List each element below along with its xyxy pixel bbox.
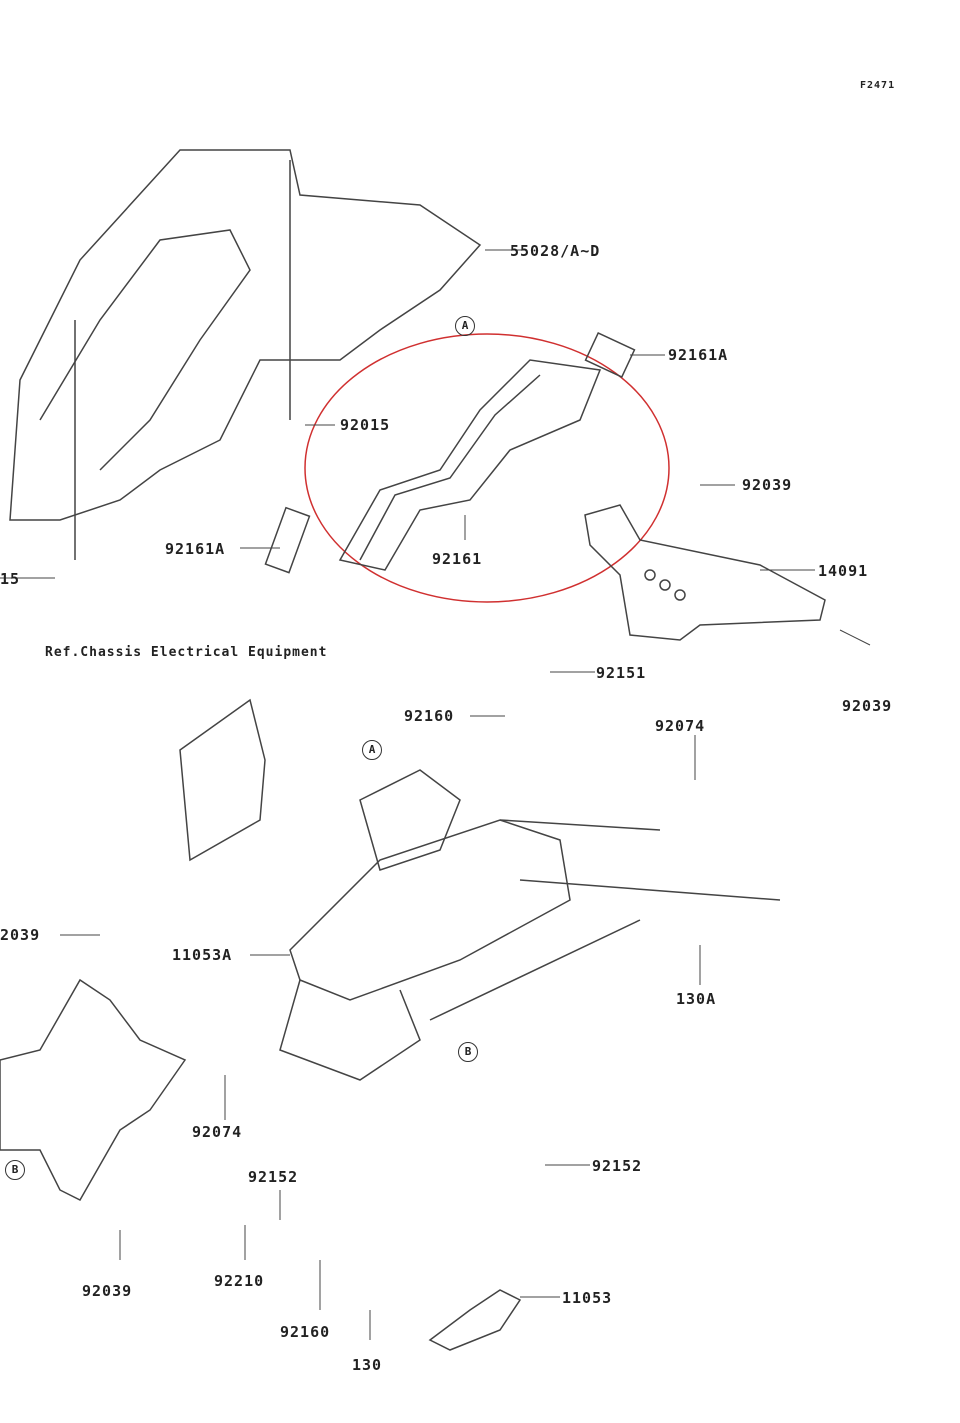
part-92152-right: 92152: [592, 1157, 643, 1175]
part-11053A: 11053A: [172, 946, 233, 964]
figure-code: F2471: [860, 80, 896, 91]
reference-note: Ref.Chassis Electrical Equipment: [45, 645, 328, 660]
front-cowl: [9, 149, 482, 560]
part-92152-low: 92152: [248, 1168, 299, 1186]
part-55028: 55028/A~D: [510, 242, 601, 260]
stay-frame: [279, 769, 781, 1081]
marker-a-top: A: [455, 316, 475, 336]
part-92160-low: 92160: [280, 1323, 331, 1341]
part-92039-bottom: 92039: [82, 1282, 133, 1300]
bracket-left: [0, 978, 187, 1201]
part-92074-low: 92074: [192, 1123, 243, 1141]
part-92151: 92151: [596, 664, 647, 682]
part-15: 15: [0, 570, 21, 588]
bracket-11053: [428, 1289, 522, 1351]
pipe-92161: [338, 359, 602, 571]
part-14091: 14091: [818, 562, 869, 580]
part-130A: 130A: [676, 990, 717, 1008]
part-92161: 92161: [432, 550, 483, 568]
part-92039-top: 92039: [742, 476, 793, 494]
part-92210: 92210: [214, 1272, 265, 1290]
ref-panel: [179, 698, 266, 862]
part-11053: 11053: [562, 1289, 613, 1307]
part-2039: 2039: [0, 926, 41, 944]
tape-92161A-left: [264, 506, 311, 574]
part-92074-top: 92074: [655, 717, 706, 735]
part-92161A-top: 92161A: [668, 346, 729, 364]
tape-92161A-top: [584, 331, 636, 379]
marker-a-frame: A: [362, 740, 382, 760]
part-92015: 92015: [340, 416, 391, 434]
part-92161A-left: 92161A: [165, 540, 226, 558]
part-130: 130: [352, 1356, 383, 1374]
marker-b-frame: B: [458, 1042, 478, 1062]
highlight-circle: [304, 333, 670, 603]
marker-b-left: B: [5, 1160, 25, 1180]
part-92039-right: 92039: [842, 697, 893, 715]
leader-lines: [0, 249, 871, 1340]
part-92160-top: 92160: [404, 707, 455, 725]
bracket-14091: [584, 504, 826, 641]
